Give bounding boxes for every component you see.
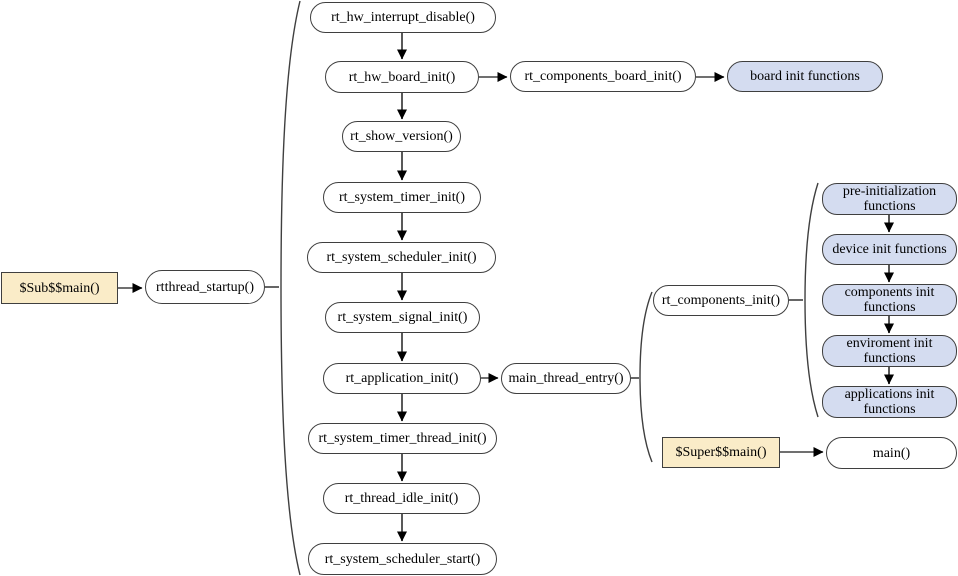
node-rt-application-init: rt_application_init() — [323, 363, 481, 394]
startup-group-brace — [280, 0, 301, 576]
node-rt-components-board-init: rt_components_board_init() — [510, 61, 696, 92]
node-rt-components-init: rt_components_init() — [653, 285, 789, 316]
node-main-thread-entry: main_thread_entry() — [501, 363, 631, 394]
node-rt-system-timer-init: rt_system_timer_init() — [323, 182, 481, 213]
node-device-init-functions: device init functions — [822, 234, 957, 265]
node-components-init-functions: components init functions — [822, 284, 957, 316]
node-rt-hw-board-init: rt_hw_board_init() — [325, 61, 479, 93]
node-sub-main: $Sub$$main() — [1, 272, 118, 304]
node-rt-show-version: rt_show_version() — [342, 121, 461, 152]
node-enviroment-init-functions: enviroment init functions — [822, 335, 957, 367]
node-rt-hw-interrupt-disable: rt_hw_interrupt_disable() — [310, 2, 496, 33]
main-thread-group-brace — [639, 291, 653, 463]
node-super-main: $Super$$main() — [662, 437, 780, 468]
components-group-brace — [804, 182, 819, 418]
node-rt-system-signal-init: rt_system_signal_init() — [325, 302, 480, 333]
node-pre-initialization-functions: pre-initialization functions — [822, 183, 957, 215]
node-rt-system-scheduler-start: rt_system_scheduler_start() — [308, 543, 497, 575]
node-rt-thread-idle-init: rt_thread_idle_init() — [323, 483, 480, 514]
node-rt-system-timer-thread-init: rt_system_timer_thread_init() — [308, 423, 497, 454]
node-rt-system-scheduler-init: rt_system_scheduler_init() — [307, 242, 496, 273]
node-main: main() — [826, 437, 957, 469]
node-board-init-functions: board init functions — [727, 61, 883, 92]
node-applications-init-functions: applications init functions — [822, 386, 957, 418]
node-rtthread-startup: rtthread_startup() — [145, 270, 265, 304]
